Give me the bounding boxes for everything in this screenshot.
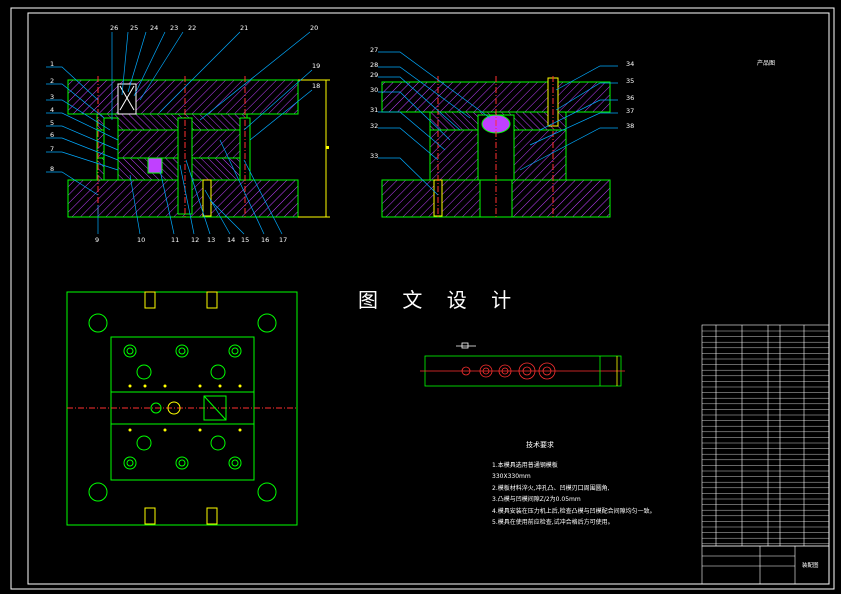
part-label-33: 33 [370,152,378,160]
part-label-19: 19 [312,62,320,70]
tech-line-2: 330X330mm [492,473,531,480]
part-label-7: 7 [50,145,54,153]
parts-list-rows [702,330,829,544]
parts-list [701,324,830,585]
watermark: 图 文 设 计 [358,288,521,312]
part-label-34: 34 [626,60,634,68]
plan-view [66,291,298,526]
part-label-3: 3 [50,93,54,101]
tech-title: 技术要求 [526,441,554,449]
part-label-23: 23 [170,24,178,32]
part-label-5: 5 [50,119,54,127]
part-label-30: 30 [370,86,378,94]
title-block-name: 装配图 [802,561,819,569]
part-label-10: 10 [137,236,145,244]
left-leaders [46,31,313,235]
part-label-17: 17 [279,236,287,244]
part-label-25: 25 [130,24,138,32]
part-label-22: 22 [188,24,196,32]
part-label-21: 21 [240,24,248,32]
tech-line-4: 3.凸模与凹模间隙Z/2为0.05mm [492,496,581,503]
inner-frame [27,12,830,585]
part-label-32: 32 [370,122,378,130]
part-label-31: 31 [370,106,378,114]
part-label-15: 15 [241,236,249,244]
part-label-28: 28 [370,61,378,69]
strip-title: 产品图 [757,59,775,67]
part-label-26: 26 [110,24,118,32]
part-label-13: 13 [207,236,215,244]
tech-line-6: 5.模具在使用前应检查,试冲合格后方可使用。 [492,519,614,526]
part-label-36: 36 [626,94,634,102]
side-section-view [381,76,611,218]
part-label-9: 9 [95,236,99,244]
part-label-38: 38 [626,122,634,130]
part-label-12: 12 [191,236,199,244]
part-label-37: 37 [626,107,634,115]
part-label-20: 20 [310,24,318,32]
part-label-1: 1 [50,60,54,68]
tech-line-5: 4.模具安装在压力机上后,检查凸模与凹模配合间隙均匀一致。 [492,507,656,515]
part-label-16: 16 [261,236,269,244]
front-section-view [67,76,330,218]
part-label-29: 29 [370,71,378,79]
part-label-35: 35 [626,77,634,85]
part-label-8: 8 [50,165,54,173]
part-label-2: 2 [50,77,54,85]
tech-line-3: 2.模板材料淬火,冲孔凸、凹模刃口周围圆角, [492,484,610,492]
part-label-14: 14 [227,236,235,244]
mid-leaders [378,51,618,196]
technical-requirements: 技术要求 1.本模具选用普通钢模板 330X330mm 2.模板材料淬火,冲孔凸… [492,440,656,529]
outer-frame [10,7,835,590]
part-label-6: 6 [50,131,54,139]
part-label-27: 27 [370,46,378,54]
part-label-18: 18 [312,82,320,90]
strip-layout [420,342,625,387]
tech-line-1: 1.本模具选用普通钢模板 [492,461,558,469]
part-label-11: 11 [171,236,179,244]
part-label-24: 24 [150,24,158,32]
part-label-4: 4 [50,106,54,114]
